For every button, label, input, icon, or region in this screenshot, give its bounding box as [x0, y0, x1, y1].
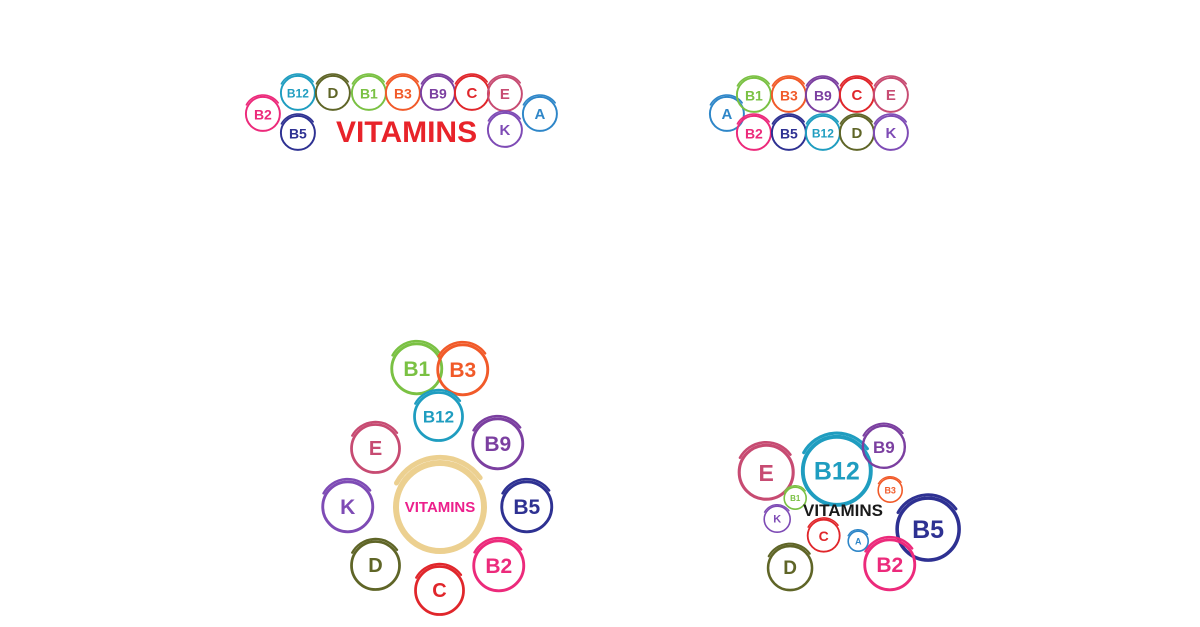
vitamin-badge-b5[interactable]: B5 — [890, 491, 966, 567]
vitamin-badge-label: K — [773, 513, 781, 525]
vitamin-badge-a[interactable]: A — [706, 93, 748, 135]
vitamin-badge-label: B2 — [877, 554, 904, 577]
vitamin-badge-b12[interactable]: B12 — [409, 387, 468, 446]
vitamin-badge-label: B3 — [450, 359, 477, 382]
vitamin-badge-b1[interactable]: B1 — [733, 74, 775, 116]
vitamin-badge-label: E — [758, 460, 773, 486]
vitamin-badge-label: B2 — [745, 125, 763, 141]
vitamin-badge-label: B1 — [404, 358, 431, 381]
vitamin-badge-b3[interactable]: B3 — [382, 72, 424, 114]
vitamin-badge-b3[interactable]: B3 — [432, 339, 494, 401]
vitamin-badge-label: A — [722, 106, 733, 123]
vitamin-badge-label: E — [886, 87, 896, 104]
vitamin-badge-label: B12 — [812, 126, 834, 140]
vitamin-badge-label: D — [783, 558, 797, 579]
vitamin-badge-e[interactable]: E — [346, 419, 405, 478]
vitamin-badge-k[interactable]: K — [761, 503, 793, 535]
vitamin-badge-label: B12 — [287, 86, 309, 100]
vitamin-badge-b3[interactable]: B3 — [875, 475, 905, 505]
vitamin-badge-label: B12 — [814, 458, 860, 486]
vitamin-badge-b2[interactable]: B2 — [733, 112, 775, 154]
vitamin-badge-label: B12 — [423, 408, 454, 427]
vitamin-badge-b12[interactable]: B12 — [277, 72, 319, 114]
vitamin-badge-label: D — [852, 125, 863, 142]
vitamin-badge-label: B5 — [780, 125, 798, 141]
vitamin-badge-label: B3 — [884, 485, 896, 495]
vitamin-badge-a[interactable]: A — [519, 93, 561, 135]
vitamins-wordmark: VITAMINS — [336, 116, 478, 149]
vitamins-wordmark: VITAMINS — [803, 501, 883, 520]
vitamin-badge-label: D — [328, 85, 339, 102]
vitamin-badge-label: E — [369, 439, 382, 461]
vitamin-badge-b5[interactable]: B5 — [277, 112, 319, 154]
vitamin-badge-label: B9 — [814, 87, 832, 103]
vitamin-badge-label: A — [535, 106, 546, 123]
vitamin-badge-a[interactable]: A — [845, 528, 871, 554]
vitamin-badge-k[interactable]: K — [870, 112, 912, 154]
vitamin-badge-b1[interactable]: B1 — [348, 72, 390, 114]
vitamin-badge-label: B1 — [360, 85, 378, 101]
vitamin-badge-b2[interactable]: B2 — [468, 535, 530, 597]
vitamin-badge-b2[interactable]: B2 — [859, 534, 921, 596]
vitamin-badge-b9[interactable]: B9 — [467, 413, 529, 475]
vitamin-badge-b1[interactable]: B1 — [386, 338, 448, 400]
vitamin-badge-c[interactable]: C — [410, 561, 469, 620]
vitamin-badge-label: B9 — [429, 85, 447, 101]
vitamin-badge-label: A — [855, 536, 862, 546]
vitamin-badge-d[interactable]: D — [312, 72, 354, 114]
vitamin-badge-label: B9 — [485, 433, 512, 456]
vitamin-badge-b9[interactable]: B9 — [858, 421, 910, 473]
vitamin-badge-e[interactable]: E — [733, 439, 799, 505]
vitamin-badge-b5[interactable]: B5 — [496, 476, 558, 538]
vitamins-wordmark: VITAMINS — [404, 498, 476, 516]
vitamin-badge-label: B5 — [912, 516, 944, 544]
vitamin-badge-label: E — [500, 86, 510, 103]
vitamin-badge-label: B5 — [289, 125, 307, 141]
vitamin-badge-label: D — [369, 556, 383, 578]
vitamin-badge-label: C — [819, 528, 829, 544]
vitamin-badge-label: B2 — [254, 106, 272, 122]
vitamin-badge-c[interactable]: C — [804, 516, 843, 555]
vitamin-badge-label: K — [500, 122, 511, 139]
vitamin-badge-d[interactable]: D — [346, 536, 405, 595]
center-ring-icon — [384, 451, 496, 563]
vitamin-badge-label: K — [886, 125, 897, 142]
vitamin-badge-label: B1 — [790, 494, 801, 503]
vitamin-badge-b2[interactable]: B2 — [242, 93, 284, 135]
vitamin-badge-k[interactable]: K — [317, 476, 379, 538]
vitamin-badge-label: K — [340, 496, 355, 519]
vitamin-badge-label: C — [852, 87, 863, 104]
vitamin-badge-k[interactable]: K — [484, 109, 526, 151]
vitamin-badge-b1[interactable]: B1 — [781, 484, 809, 512]
vitamin-badge-label: B9 — [873, 438, 895, 457]
vitamin-badge-label: B5 — [514, 496, 541, 519]
vitamin-badge-label: B2 — [486, 555, 513, 578]
vitamin-badge-label: B1 — [745, 87, 763, 103]
vitamin-badge-b12[interactable]: B12 — [795, 429, 879, 513]
vitamin-badge-label: B3 — [780, 87, 798, 103]
vitamin-badge-label: C — [433, 581, 447, 603]
vitamin-badge-e[interactable]: E — [870, 74, 912, 116]
vitamin-badge-d[interactable]: D — [763, 541, 817, 595]
vitamin-badge-label: C — [467, 85, 478, 102]
vitamin-badge-label: B3 — [394, 85, 412, 101]
